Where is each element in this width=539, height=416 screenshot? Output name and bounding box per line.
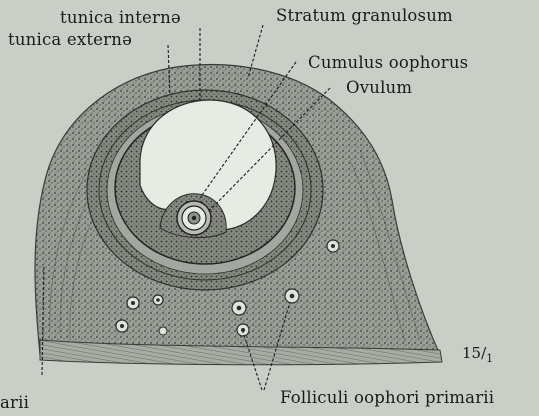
ovulum xyxy=(177,201,211,235)
magnification-label: 15/1 xyxy=(462,346,493,361)
magnification-denominator: 1 xyxy=(486,352,493,365)
label-folliculi-oophori-primarii: Folliculi oophori primarii xyxy=(280,390,494,407)
label-cumulus-oophorus: Cumulus oophorus xyxy=(308,55,468,72)
label-stratum-granulosum: Stratum granulosum xyxy=(276,8,453,25)
magnification-numerator: 15 xyxy=(462,344,481,362)
label-ovarii-fragment: arii xyxy=(0,395,29,412)
label-tunica-externa: tunica externə xyxy=(8,32,132,49)
label-ovulum: Ovulum xyxy=(346,80,412,97)
label-tunica-interna: tunica internə xyxy=(60,10,181,27)
